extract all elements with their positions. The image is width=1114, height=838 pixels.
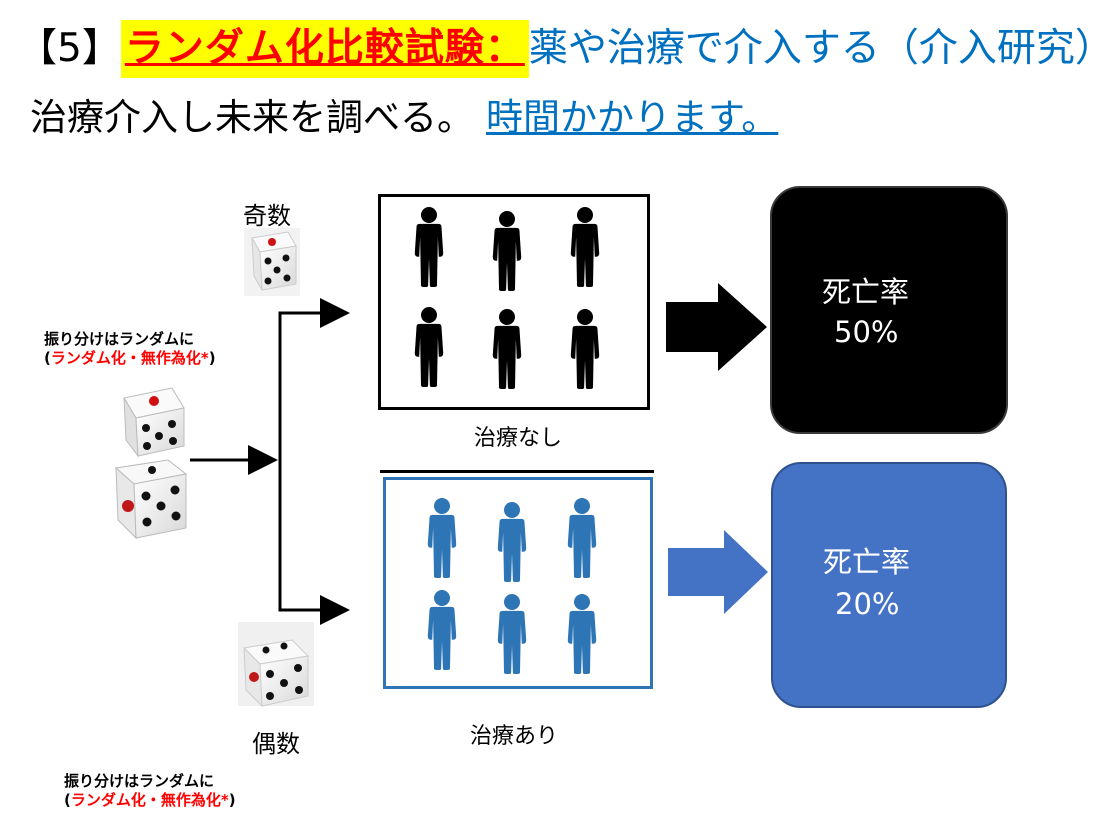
person-icon — [427, 590, 457, 670]
note-line1: 振り分けはランダムに — [64, 772, 215, 790]
randomization-note-middle: 振り分けはランダムに (ランダム化・無作為化*) — [44, 330, 216, 368]
arrow-right-black-icon — [666, 283, 767, 371]
treatment-people — [427, 498, 597, 674]
page-title: 【5】ランダム化比較試験：薬や治療で介入する（介入研究） — [18, 20, 1114, 80]
person-icon — [570, 207, 600, 287]
person-icon — [414, 307, 444, 387]
randomization-note-bottom: 振り分けはランダムに (ランダム化・無作為化*) — [64, 772, 236, 810]
no-treatment-label: 治療なし — [474, 426, 563, 451]
branch-arrows — [190, 298, 350, 625]
no-treatment-people — [414, 207, 600, 389]
odd-die-icon — [244, 228, 300, 296]
title-highlight: ランダム化比較試験： — [120, 20, 529, 78]
note-line2: (ランダム化・無作為化*) — [44, 349, 216, 367]
odd-label: 奇数 — [243, 202, 291, 230]
subtitle-text: 治療介入し未来を調べる。 — [30, 96, 474, 139]
result-value: 50% — [834, 315, 899, 349]
person-icon — [497, 594, 527, 674]
person-icon — [567, 594, 597, 674]
middle-die-top-icon — [123, 387, 185, 458]
even-die-icon — [238, 622, 314, 708]
person-icon — [492, 211, 522, 291]
treatment-label: 治療あり — [470, 724, 559, 749]
middle-die-bottom-icon — [114, 459, 188, 540]
arrow-right-blue-icon — [668, 530, 768, 614]
person-icon — [492, 309, 522, 389]
treatment-result-box: 死亡率 20% — [771, 462, 1007, 708]
subtitle: 治療介入し未来を調べる。時間かかります。 — [30, 92, 778, 144]
note-line1: 振り分けはランダムに — [44, 330, 195, 348]
result-value: 20% — [835, 587, 900, 621]
no-treatment-group-box — [378, 194, 650, 410]
subtitle-link[interactable]: 時間かかります。 — [486, 96, 779, 139]
person-icon — [497, 502, 527, 582]
result-title: 死亡率 — [823, 545, 911, 579]
person-icon — [427, 498, 457, 578]
result-title: 死亡率 — [822, 275, 910, 309]
even-label: 偶数 — [252, 730, 300, 758]
no-treatment-result-box: 死亡率 50% — [770, 186, 1008, 434]
treatment-group-box — [383, 477, 653, 689]
person-icon — [570, 309, 600, 389]
person-icon — [414, 207, 444, 287]
group-divider — [380, 470, 654, 473]
title-number-bracket: 【5】 — [18, 26, 121, 71]
person-icon — [567, 498, 597, 578]
note-line2: (ランダム化・無作為化*) — [64, 791, 236, 809]
title-rest: 薬や治療で介入する（介入研究） — [528, 26, 1114, 71]
